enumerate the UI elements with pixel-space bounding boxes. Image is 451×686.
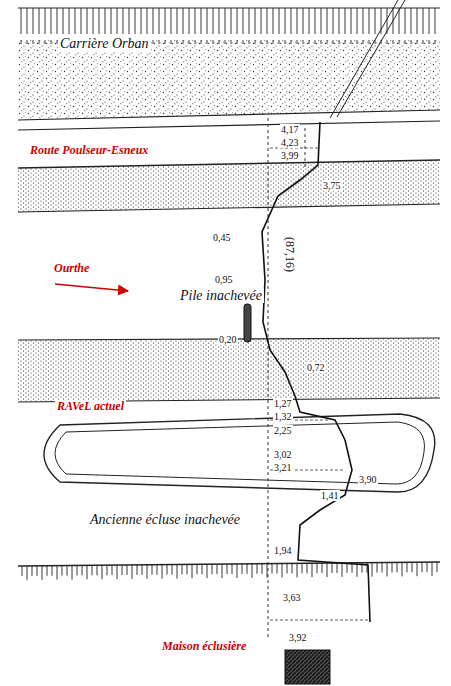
- elevation: 1,41: [320, 490, 340, 501]
- elevation: 3,75: [322, 180, 342, 191]
- road: [18, 121, 440, 168]
- lower-edge: [18, 562, 440, 580]
- house-name: Maison éclusière: [160, 640, 248, 653]
- pier-label: Pile inachevée: [178, 288, 264, 303]
- depth: 0,95: [214, 274, 234, 285]
- elevation: 0,72: [306, 362, 326, 373]
- lock-label: Ancienne écluse inachevée: [88, 512, 242, 527]
- elevation: 1,27: [273, 398, 293, 409]
- place-name: Carrière Orban: [58, 36, 151, 51]
- elevation: 4,23: [280, 137, 300, 148]
- elevation: 3,92: [288, 632, 308, 643]
- elevation: 1,94: [273, 545, 293, 556]
- section-profile: [262, 122, 370, 622]
- reference-number: (87,16): [283, 236, 296, 273]
- level-dash: [270, 148, 370, 620]
- dashed-guide: [305, 128, 306, 170]
- road-name: Route Poulseur-Esneux: [28, 144, 150, 157]
- river-name: Ourthe: [52, 262, 91, 275]
- elevation: 3,99: [280, 150, 300, 161]
- depth: 0,45: [212, 232, 232, 243]
- elevation: 3,02: [273, 449, 293, 460]
- quarry: [18, 8, 440, 120]
- upper-bank: [18, 160, 440, 212]
- elevation: 3,21: [273, 462, 293, 473]
- lower-bank: [18, 338, 440, 402]
- pier: [244, 304, 251, 342]
- elevation: 4,17: [280, 124, 300, 135]
- lock-outline: [44, 414, 435, 492]
- track-lines: [330, 0, 405, 118]
- flow-arrow: [55, 284, 128, 291]
- axis-line: [268, 118, 269, 640]
- elevation: 3,90: [358, 474, 378, 485]
- path-name: RAVeL actuel: [55, 400, 126, 413]
- depth: 0,20: [218, 334, 238, 345]
- elevation: 1,32: [273, 411, 293, 422]
- elevation: 3,63: [282, 592, 302, 603]
- elevation: 2,25: [273, 425, 293, 436]
- lock-house: [285, 650, 330, 684]
